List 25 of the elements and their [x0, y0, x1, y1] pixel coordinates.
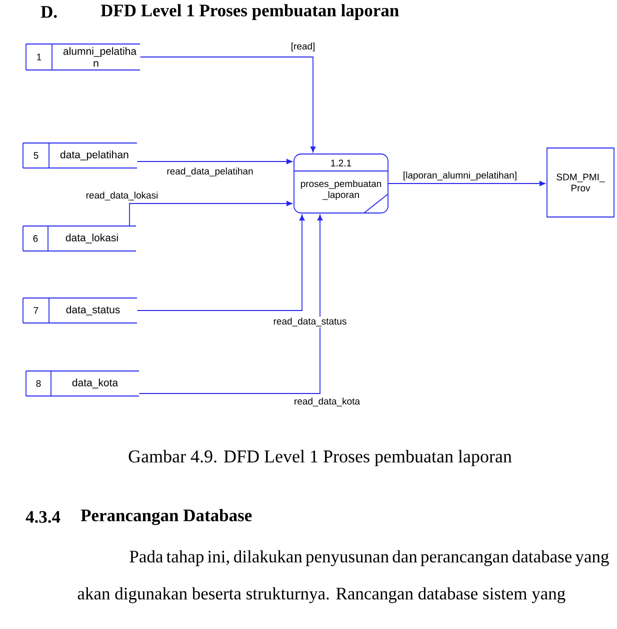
arrow: [388, 180, 546, 186]
data-store: 5 data_pelatihan: [22, 142, 138, 168]
heading: DFD Level 1 Proses pembuatan laporan: [100, 4, 399, 20]
arrow: [140, 56, 316, 152]
caption: Gambar 4.9. DFD Level 1 Proses pembuatan laporan: [128, 450, 512, 466]
edge-label: read_data_pelatihan: [166, 166, 254, 178]
process-box: 1.2.1 proses_pembuatan _laporan: [294, 154, 388, 214]
data-store: 6 data_lokasi: [22, 226, 136, 252]
data-store: 8 data_kota: [26, 370, 140, 396]
edge-label: read_data_lokasi: [84, 190, 160, 202]
paragraph: Pada tahap ini, dilakukan penyusunan dan perancangan database yang akan digunakan beserta strukturnya. Rancangan database sistem yang: [78, 550, 609, 604]
section-letter: D.: [40, 6, 57, 18]
external-entity: SDM_PMI_ Prov: [546, 148, 614, 218]
section-heading: Perancangan Database: [80, 509, 252, 525]
data-store: 7 data_status: [22, 298, 138, 324]
section-number: 4.3.4: [26, 511, 60, 523]
arrow: [136, 158, 292, 164]
edge-label: read_data_status: [272, 316, 348, 328]
arrow: [129, 200, 292, 226]
edge-label: read_data_kota: [292, 396, 361, 408]
arrow: [138, 214, 323, 394]
arrow: [136, 214, 305, 311]
data-store: 1 alumni_pelatiha n: [26, 44, 140, 70]
edge-label: [laporan_alumni_pelatihan]: [402, 170, 518, 182]
edge-label: [read]: [290, 42, 316, 52]
